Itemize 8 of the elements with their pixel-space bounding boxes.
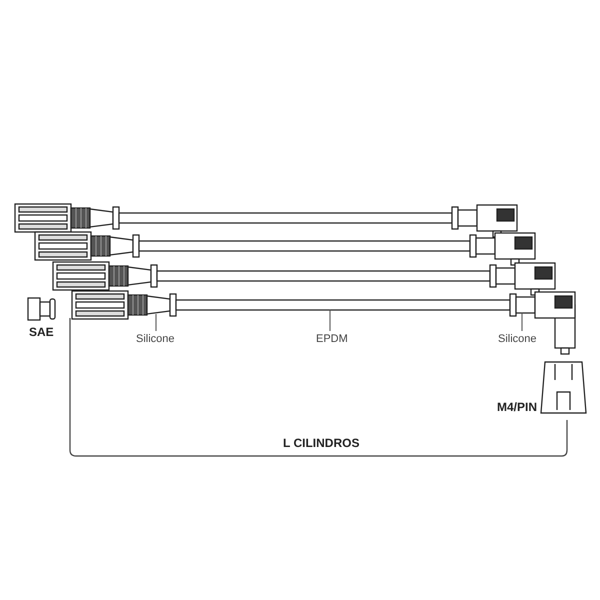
dimension-label: L CILINDROS bbox=[283, 437, 360, 450]
material-label: EPDM bbox=[316, 333, 348, 346]
cable-boot bbox=[128, 293, 178, 317]
connector-type-label: SAE bbox=[29, 326, 54, 339]
material-label: Silicone bbox=[136, 333, 175, 346]
material-label: Silicone bbox=[498, 333, 537, 346]
cable-tube bbox=[176, 299, 510, 311]
connector-type-label: M4/PIN bbox=[497, 401, 538, 414]
